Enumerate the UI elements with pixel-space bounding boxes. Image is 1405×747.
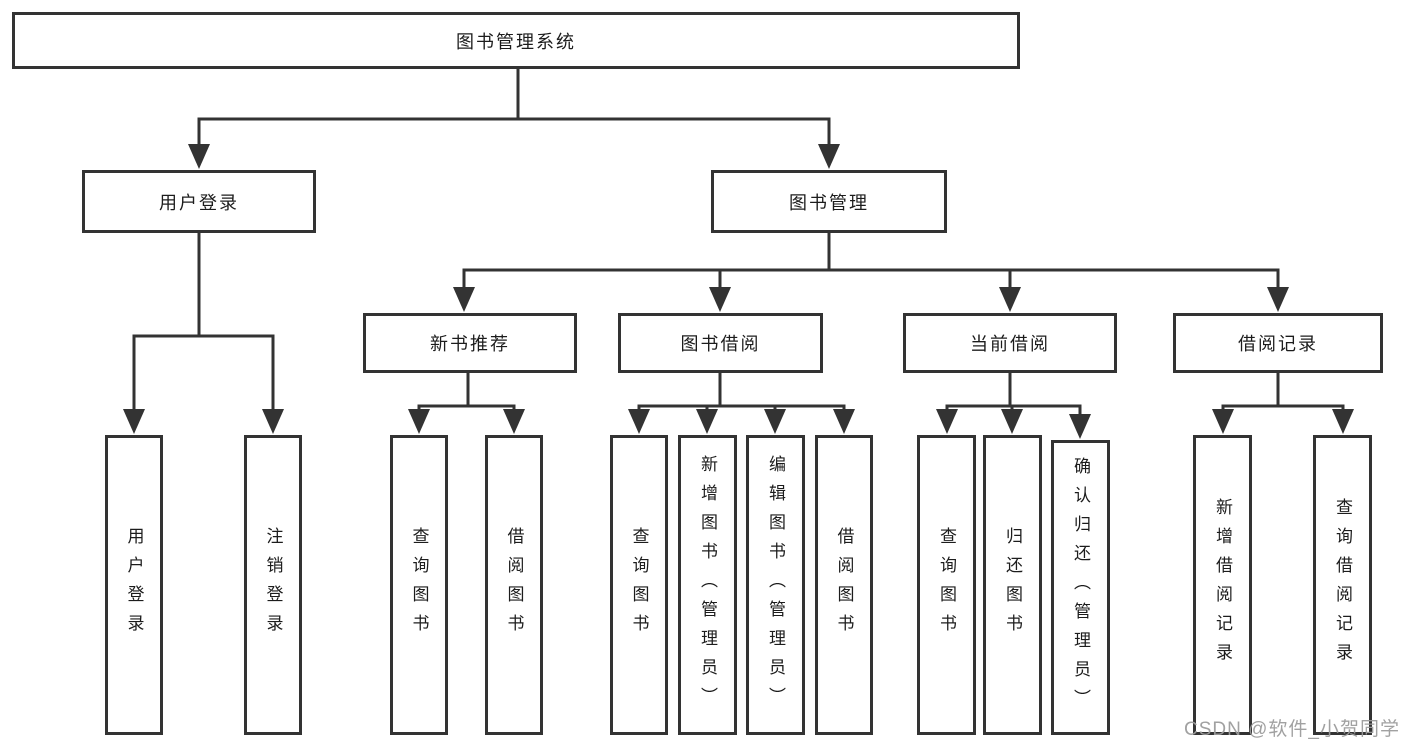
leaf-add-borrow-record: 新增借阅记录 <box>1193 435 1252 735</box>
node-current-borrow-label: 当前借阅 <box>970 334 1050 354</box>
node-current-borrow: 当前借阅 <box>903 313 1117 373</box>
leaf-current-query-books: 查询图书 <box>917 435 976 735</box>
connector-user-login-children <box>132 231 275 413</box>
arrowhead <box>408 409 430 434</box>
leaf-user-login: 用户登录 <box>105 435 163 735</box>
node-new-book-recommend-label: 新书推荐 <box>430 334 510 354</box>
leaf-logout-label: 注销登录 <box>263 527 283 643</box>
leaf-recommend-query-books: 查询图书 <box>390 435 448 735</box>
arrowhead <box>188 144 210 169</box>
arrowhead <box>936 409 958 434</box>
node-book-borrow-label: 图书借阅 <box>680 334 761 354</box>
arrowhead <box>818 144 840 169</box>
connector-book-borrow-children <box>637 371 846 412</box>
leaf-borrow-query-books: 查询图书 <box>610 435 668 735</box>
connector-new-book-recommend-children <box>417 371 516 412</box>
node-user-login-label: 用户登录 <box>159 192 239 213</box>
leaf-borrow-query-books-label: 查询图书 <box>629 527 649 643</box>
leaf-edit-books-admin: 编辑图书（管理员） <box>746 435 805 735</box>
arrowhead <box>503 409 525 434</box>
arrowhead <box>696 409 718 434</box>
leaf-return-books-label: 归还图书 <box>1003 527 1022 643</box>
arrowhead <box>709 287 731 312</box>
arrowhead <box>764 409 786 434</box>
arrowhead <box>628 409 650 434</box>
leaf-edit-books-admin-label: 编辑图书（管理员） <box>766 454 785 716</box>
arrowhead <box>1212 409 1234 434</box>
node-borrow-records: 借阅记录 <box>1173 313 1383 373</box>
csdn-watermark: CSDN @软件_小贺同学 <box>1184 719 1400 740</box>
arrowhead <box>453 287 475 312</box>
connector-current-borrow-children <box>945 371 1082 417</box>
connector-book-management-children <box>462 231 1280 291</box>
arrowhead <box>1069 414 1091 439</box>
leaf-query-borrow-record-label: 查询借阅记录 <box>1333 498 1352 672</box>
node-book-borrow: 图书借阅 <box>618 313 823 373</box>
connector-root-to-level2 <box>197 67 831 148</box>
leaf-borrow-books: 借阅图书 <box>815 435 873 735</box>
leaf-add-borrow-record-label: 新增借阅记录 <box>1213 498 1232 672</box>
leaf-confirm-return-admin: 确认归还（管理员） <box>1051 440 1110 735</box>
leaf-borrow-books-label: 借阅图书 <box>834 527 854 643</box>
node-user-login: 用户登录 <box>82 170 316 233</box>
leaf-user-login-label: 用户登录 <box>124 527 144 643</box>
node-new-book-recommend: 新书推荐 <box>363 313 577 373</box>
node-book-management-label: 图书管理 <box>789 192 869 213</box>
arrowhead <box>262 409 284 434</box>
node-borrow-records-label: 借阅记录 <box>1238 334 1318 354</box>
leaf-current-query-books-label: 查询图书 <box>937 527 956 643</box>
node-root: 图书管理系统 <box>12 12 1020 69</box>
leaf-logout: 注销登录 <box>244 435 302 735</box>
node-book-management: 图书管理 <box>711 170 947 233</box>
leaf-add-books-admin: 新增图书（管理员） <box>678 435 737 735</box>
arrowhead <box>1267 287 1289 312</box>
arrowhead <box>833 409 855 434</box>
leaf-return-books: 归还图书 <box>983 435 1042 735</box>
leaf-recommend-query-books-label: 查询图书 <box>409 527 429 643</box>
arrowhead <box>999 287 1021 312</box>
arrowhead <box>1001 409 1023 434</box>
arrowhead <box>123 409 145 434</box>
leaf-confirm-return-admin-label: 确认归还（管理员） <box>1071 457 1090 718</box>
leaf-query-borrow-record: 查询借阅记录 <box>1313 435 1372 735</box>
leaf-add-books-admin-label: 新增图书（管理员） <box>698 454 717 716</box>
node-root-label: 图书管理系统 <box>456 31 576 52</box>
arrowhead <box>1332 409 1354 434</box>
leaf-recommend-borrow-books: 借阅图书 <box>485 435 543 735</box>
connector-borrow-records-children <box>1221 371 1345 412</box>
leaf-recommend-borrow-books-label: 借阅图书 <box>504 527 524 643</box>
